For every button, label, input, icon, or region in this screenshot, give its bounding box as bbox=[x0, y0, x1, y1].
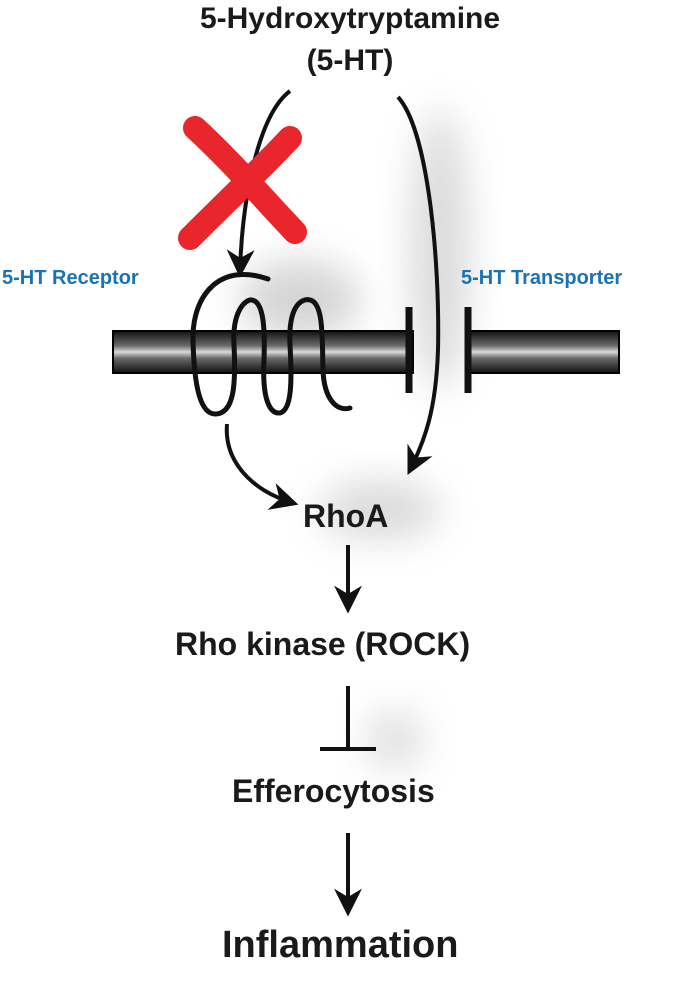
efferocytosis-label: Efferocytosis bbox=[232, 773, 435, 809]
receptor-label: 5-HT Receptor bbox=[2, 267, 139, 289]
rhoa-label: RhoA bbox=[303, 498, 389, 534]
block-cross-icon bbox=[178, 116, 307, 250]
ht-to-transporter-arrow bbox=[396, 95, 441, 476]
title-line-1: 5-Hydroxytryptamine bbox=[199, 2, 501, 35]
membrane-right-segment bbox=[466, 330, 620, 374]
receptor-coil bbox=[190, 271, 353, 417]
rock-label: Rho kinase (ROCK) bbox=[175, 626, 471, 662]
receptor-to-rhoa-arrow bbox=[224, 423, 299, 510]
title-line-2: (5-HT) bbox=[306, 44, 394, 77]
inflammation-label: Inflammation bbox=[222, 924, 459, 966]
transporter-label: 5-HT Transporter bbox=[461, 267, 623, 289]
rock-inhibits-efferocytosis-symbol bbox=[320, 686, 376, 751]
